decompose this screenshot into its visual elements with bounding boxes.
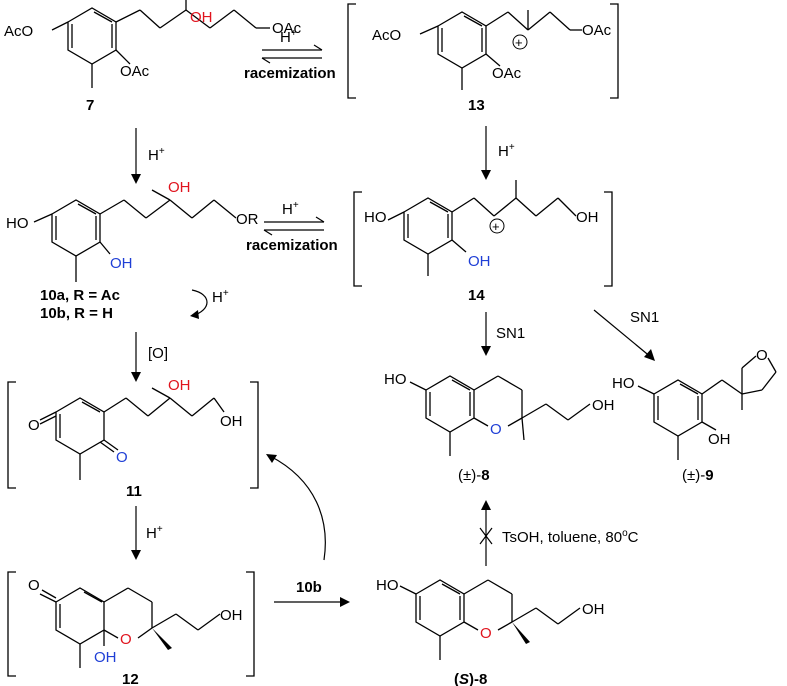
arrow-11-to-12: H+ xyxy=(131,506,163,560)
m9-ring-o: O xyxy=(756,347,768,364)
m12-ring-o: O xyxy=(120,631,132,648)
h-plus-label-3: H+ xyxy=(498,142,515,160)
m12-ketone-o: O xyxy=(28,577,40,594)
sn1-label-2: SN1 xyxy=(630,309,659,326)
equilibrium-arrow-1: H+ racemization xyxy=(244,28,336,82)
m11-o2: O xyxy=(116,449,128,466)
molecule-rac-8: HO O OH (±)-8 xyxy=(384,371,615,484)
arrow-7-to-10: H+ xyxy=(131,128,165,184)
molecule-13: + AcO OAc OAc 13 xyxy=(347,3,619,114)
mS8-ring-o: O xyxy=(480,625,492,642)
blocked-arrow: TsOH, toluene, 80oC xyxy=(479,500,639,566)
m11-right-oh: OH xyxy=(220,413,243,430)
m7-oh-group: OH xyxy=(190,9,213,26)
m8-ring-o: O xyxy=(490,421,502,438)
molecule-14: + HO OH OH 14 xyxy=(353,180,613,304)
molecule-S-8: HO O OH (S)-8 xyxy=(376,577,605,686)
molecule-12: O O OH OH 12 xyxy=(7,571,255,686)
mS8-ho-group: HO xyxy=(376,577,399,594)
m13-aryl-oac-group: OAc xyxy=(492,65,522,82)
equilibrium-arrow-2: H+ racemization xyxy=(246,200,338,254)
m7-oac-group: OAc xyxy=(272,20,302,37)
reagent-10b-label: 10b xyxy=(296,579,322,596)
m10-aryl-oh-group: OH xyxy=(110,255,133,272)
m12-label: 12 xyxy=(122,671,139,686)
molecule-11: O O OH OH 11 xyxy=(7,377,259,500)
arrow-12-to-S8: 10b xyxy=(274,579,350,607)
mS8-label: (S)-8 xyxy=(454,671,487,686)
m10b-label: 10b, R = H xyxy=(40,305,113,322)
m14-label: 14 xyxy=(468,287,485,304)
m14-charge: + xyxy=(492,219,500,234)
h-plus-label-6: H+ xyxy=(146,524,163,542)
m9-ho-group: HO xyxy=(612,375,635,392)
tsoh-conditions-label: TsOH, toluene, 80oC xyxy=(502,528,639,546)
m8-oh-group: OH xyxy=(592,397,615,414)
h-plus-label-2: H+ xyxy=(148,146,165,164)
m8-ho-group: HO xyxy=(384,371,407,388)
m7-label: 7 xyxy=(86,97,94,114)
oxidation-label: [O] xyxy=(148,345,168,362)
m14-oh-group: OH xyxy=(576,209,599,226)
m10-or-group: OR xyxy=(236,211,259,228)
m14-aryl-oh-group: OH xyxy=(468,253,491,270)
m9-aryl-oh-group: OH xyxy=(708,431,731,448)
m13-charge: + xyxy=(515,35,523,50)
racemization-label-2: racemization xyxy=(246,237,338,254)
m14-ho-group: HO xyxy=(364,209,387,226)
h-plus-label-4: H+ xyxy=(212,288,229,306)
m12-right-oh: OH xyxy=(220,607,243,624)
m7-aryl-oac-group: OAc xyxy=(120,63,150,80)
curved-arrow-12-to-11 xyxy=(266,454,326,561)
m12-oh-group: OH xyxy=(94,649,117,666)
molecule-7: AcO OH OAc OAc 7 xyxy=(4,0,302,114)
m11-label: 11 xyxy=(126,483,142,500)
m10a-label: 10a, R = Ac xyxy=(40,287,120,304)
h-plus-label-1: H+ xyxy=(280,28,297,46)
racemization-label-1: racemization xyxy=(244,65,336,82)
m11-oh-group: OH xyxy=(168,377,191,394)
molecule-10: HO OH OR OH 10a, R = Ac 10b, R = H H+ xyxy=(6,179,259,322)
mS8-oh-group: OH xyxy=(582,601,605,618)
m8-label: (±)-8 xyxy=(458,467,490,484)
arrow-14-to-8: SN1 xyxy=(481,312,525,356)
molecule-rac-9: HO O OH (±)-9 xyxy=(612,347,777,484)
arrow-13-to-14: H+ xyxy=(481,126,515,180)
h-plus-label-5: H+ xyxy=(282,200,299,218)
m9-label: (±)-9 xyxy=(682,467,714,484)
arrow-14-to-9: SN1 xyxy=(593,309,659,361)
m13-oac-group: OAc xyxy=(582,22,612,39)
m13-label: 13 xyxy=(468,97,485,114)
m11-o1: O xyxy=(28,417,40,434)
arrow-10-to-11: [O] xyxy=(131,332,168,382)
sn1-label-1: SN1 xyxy=(496,325,525,342)
m13-aco-group: AcO xyxy=(372,27,401,44)
m10-oh-group: OH xyxy=(168,179,191,196)
m10-ho-group: HO xyxy=(6,215,29,232)
m7-aco-group: AcO xyxy=(4,23,33,40)
